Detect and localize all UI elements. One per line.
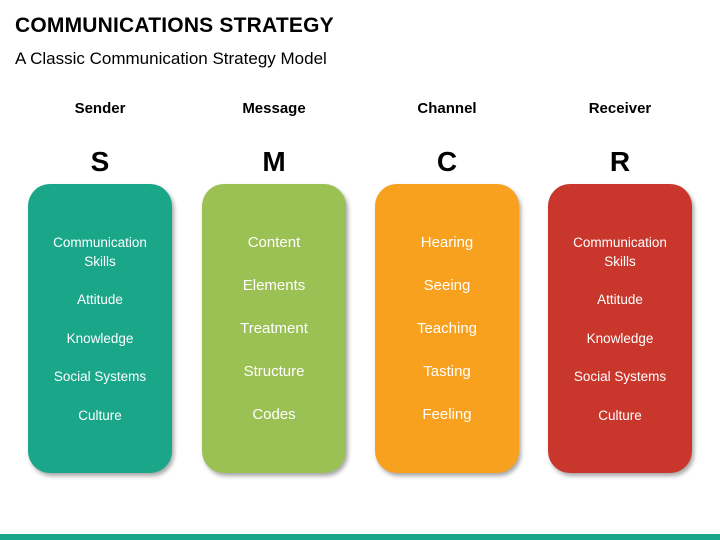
column-message: Message M Content Elements Treatment Str… — [202, 98, 346, 473]
page-subtitle: A Classic Communication Strategy Model — [15, 49, 327, 68]
list-item: Knowledge — [66, 330, 134, 346]
column-heading: Message — [242, 100, 306, 117]
column-heading: Sender — [74, 100, 126, 117]
card-channel: Hearing Seeing Teaching Tasting Feeling — [375, 184, 519, 473]
footer-bar — [0, 534, 720, 540]
column-heading: Channel — [417, 100, 477, 117]
list-item: Communication Skills — [573, 235, 667, 269]
list-item: Attitude — [597, 292, 643, 307]
column-channel: Channel C Hearing Seeing Teaching Tastin… — [375, 98, 519, 473]
list-item: Social Systems — [53, 369, 147, 384]
list-item: Culture — [78, 407, 122, 423]
list-item: Elements — [242, 277, 306, 294]
list-item: Feeling — [422, 406, 472, 423]
list-item: Content — [247, 234, 301, 251]
list-item: Tasting — [423, 363, 471, 380]
list-item: Structure — [243, 363, 305, 380]
list-item: Attitude — [77, 292, 123, 307]
card-sender: Communication Skills Attitude Knowledge … — [28, 184, 172, 473]
list-item: Seeing — [423, 277, 471, 294]
list-item: Communication Skills — [53, 235, 147, 269]
column-letter: C — [436, 146, 458, 177]
list-item: Knowledge — [586, 330, 654, 346]
list-item: Culture — [598, 407, 642, 423]
list-item: Treatment — [240, 320, 308, 337]
list-item: Hearing — [420, 234, 474, 251]
list-item: Codes — [252, 406, 296, 423]
column-letter: S — [90, 146, 110, 177]
card-message: Content Elements Treatment Structure Cod… — [202, 184, 346, 473]
card-receiver: Communication Skills Attitude Knowledge … — [548, 184, 692, 473]
column-heading: Receiver — [588, 100, 652, 117]
column-letter: M — [262, 146, 286, 177]
page-title: COMMUNICATIONS STRATEGY — [15, 14, 334, 37]
list-item: Teaching — [416, 320, 478, 337]
column-sender: Sender S Communication Skills Attitude K… — [28, 98, 172, 473]
column-letter: R — [609, 146, 631, 177]
list-item: Social Systems — [573, 369, 667, 384]
column-receiver: Receiver R Communication Skills Attitude… — [548, 98, 692, 473]
